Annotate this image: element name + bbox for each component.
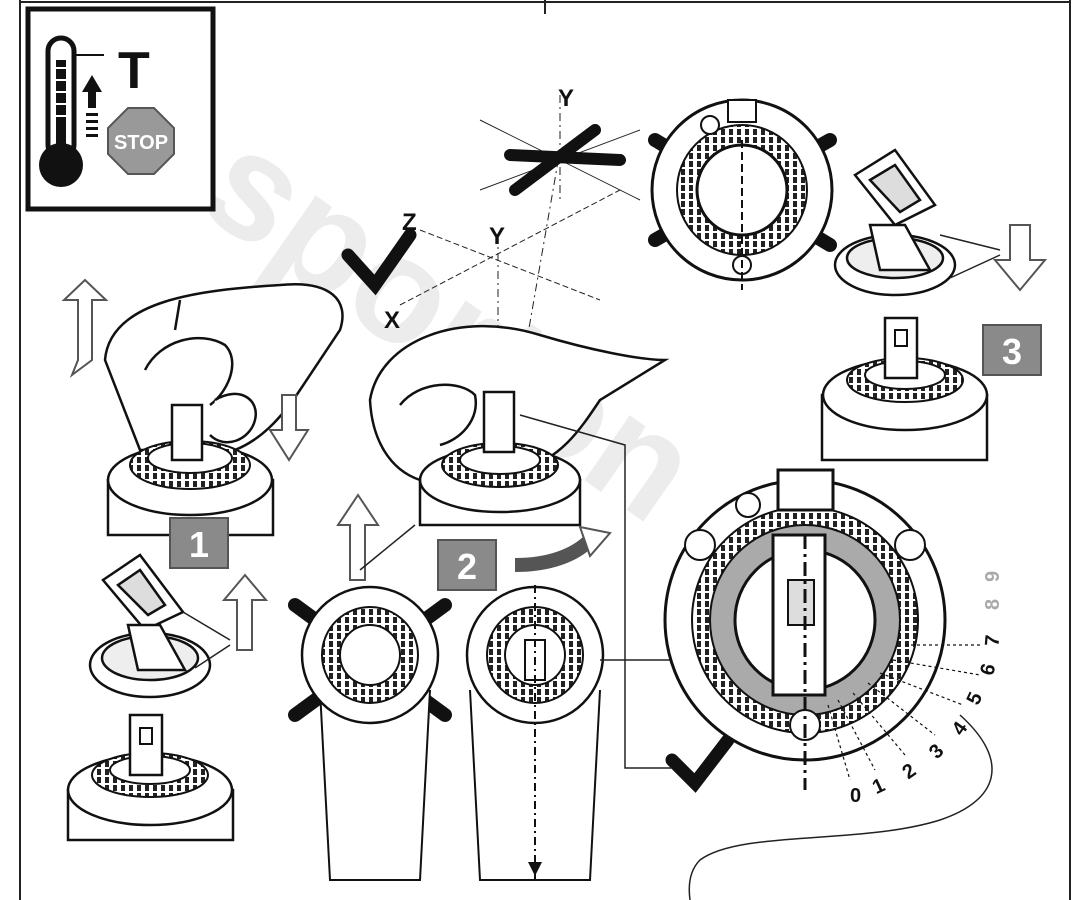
dial-detail — [663, 468, 947, 790]
hand-step-1 — [103, 282, 344, 452]
leader-lines — [182, 234, 1001, 769]
dial-number-3: 3 — [925, 740, 948, 763]
rotate-arrow-head — [578, 525, 612, 558]
step-number-2: 2 — [457, 546, 477, 587]
dial-scale-ticks — [827, 644, 981, 781]
dial-number-4: 4 — [948, 717, 973, 739]
cap-part-top — [833, 148, 957, 297]
axis-y-top: Y — [558, 85, 574, 112]
dial-number-2: 2 — [899, 759, 921, 783]
dial-number-0: 0 — [850, 785, 861, 807]
assembly-step-2 — [418, 390, 582, 527]
warning-box: T STOP — [25, 6, 216, 212]
step-badge: 2 — [437, 539, 497, 591]
dial-number-6: 6 — [976, 661, 1000, 677]
stop-text: STOP — [114, 132, 168, 154]
step-number-3: 3 — [1002, 331, 1022, 372]
dial-number-5: 5 — [963, 689, 988, 708]
step-badge: 3 — [982, 324, 1042, 376]
assembly-step-3 — [820, 316, 989, 462]
dial-number-7: 7 — [981, 634, 1004, 647]
head-wrong — [300, 585, 440, 881]
rising-arrow-icon — [82, 75, 102, 137]
assembly-left-bottom — [66, 713, 235, 842]
warning-letter: T — [118, 42, 150, 100]
arrow-down-icon — [992, 224, 1048, 292]
connector-curve — [688, 714, 993, 900]
dial-number-1: 1 — [869, 774, 888, 799]
check-mark-icon — [341, 228, 417, 296]
cap-part-left — [88, 553, 212, 699]
arrow-down-icon — [268, 394, 310, 462]
axis-x: X — [384, 307, 400, 334]
step-number-1: 1 — [189, 524, 209, 565]
arrow-up-icon — [336, 493, 380, 581]
thermometer-icon — [39, 35, 104, 187]
axis-y-mid: Y — [489, 223, 505, 250]
arrow-up-icon — [61, 278, 109, 378]
rotate-arrow-icon — [514, 534, 595, 572]
check-mark-icon — [665, 733, 735, 793]
dial-wrong-alignment — [650, 98, 834, 290]
head-correct — [465, 585, 605, 885]
dial-number-9: 9 — [982, 571, 1004, 582]
dial-number-8: 8 — [982, 599, 1004, 610]
cross-mark-icon — [504, 124, 626, 196]
stop-sign-icon: STOP — [107, 107, 175, 175]
arrow-up-icon — [221, 573, 269, 651]
step-badge: 1 — [169, 517, 229, 569]
